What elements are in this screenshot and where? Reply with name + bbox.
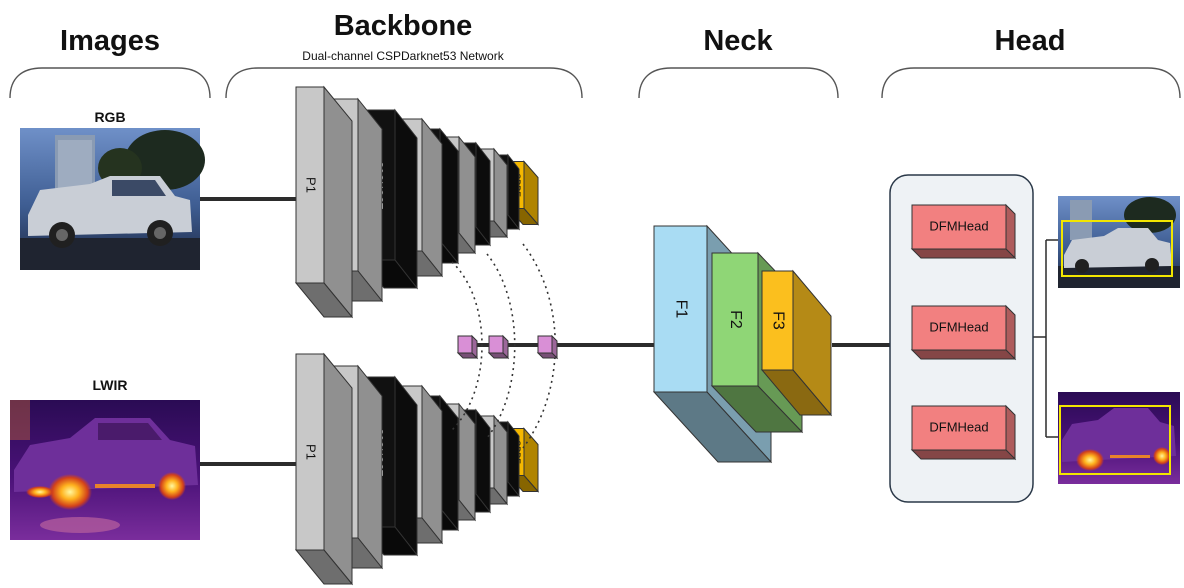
lwir-label: LWIR xyxy=(93,377,128,393)
head-header: Head xyxy=(995,25,1066,57)
lwir-detection-box xyxy=(1059,405,1171,475)
section-brackets xyxy=(9,67,1181,99)
fusion-modules xyxy=(456,334,559,360)
dfmhead-block-3-label: DFMHead xyxy=(929,419,988,434)
fusion-cube-2 xyxy=(487,334,510,360)
dfmhead-block-2-label: DFMHead xyxy=(929,319,988,334)
dfmhead-block-1: DFMHead xyxy=(910,203,1017,260)
neck-header: Neck xyxy=(703,25,773,57)
neck-bracket xyxy=(638,67,839,99)
backbone-rgb-branch: SPPFC3GHOSTP5C3GHOSTP4C3GHOSTP3C3GHOSTP2… xyxy=(294,85,540,319)
backbone-rgb-p1-block-label: P1 xyxy=(304,177,319,193)
images-header: Images xyxy=(60,25,160,57)
output-rgb-detection xyxy=(1058,196,1180,288)
neck-f3-block-label: F3 xyxy=(769,311,786,330)
head-bracket xyxy=(881,67,1181,99)
neck-f2-block-label: F2 xyxy=(727,310,744,329)
backbone-header: Backbone xyxy=(334,10,473,42)
dfmhead-block-3: DFMHead xyxy=(910,404,1017,461)
backbone-subtitle: Dual-channel CSPDarknet53 Network xyxy=(302,49,504,63)
fusion-arc-p3 xyxy=(451,261,483,431)
backbone-rgb-p1-block: P1 xyxy=(294,85,354,319)
dfmhead-block-1-label: DFMHead xyxy=(929,218,988,233)
backbone-lwir-branch: SPPFC3GHOSTP5C3GHOSTP4C3GHOSTP3C3GHOSTP2… xyxy=(294,352,540,586)
output-lwir-detection xyxy=(1058,392,1180,484)
rgb-input-image xyxy=(20,128,205,270)
dfmhead-block-2: DFMHead xyxy=(910,304,1017,361)
backbone-lwir-p1-block-label: P1 xyxy=(304,444,319,460)
fusion-cube-3 xyxy=(536,334,559,360)
backbone-lwir-p1-block: P1 xyxy=(294,352,354,586)
backbone-bracket xyxy=(225,67,583,99)
fusion-cube-1 xyxy=(456,334,479,360)
rgb-label: RGB xyxy=(94,109,125,125)
neck-f3-block: F3 xyxy=(760,269,833,417)
rgb-detection-box xyxy=(1061,220,1173,277)
images-bracket xyxy=(9,67,211,99)
neck-f1-block-label: F1 xyxy=(672,300,689,319)
fusion-arc-p4 xyxy=(486,253,516,439)
head-output-connector xyxy=(1033,239,1058,438)
lwir-input-image xyxy=(10,400,200,540)
